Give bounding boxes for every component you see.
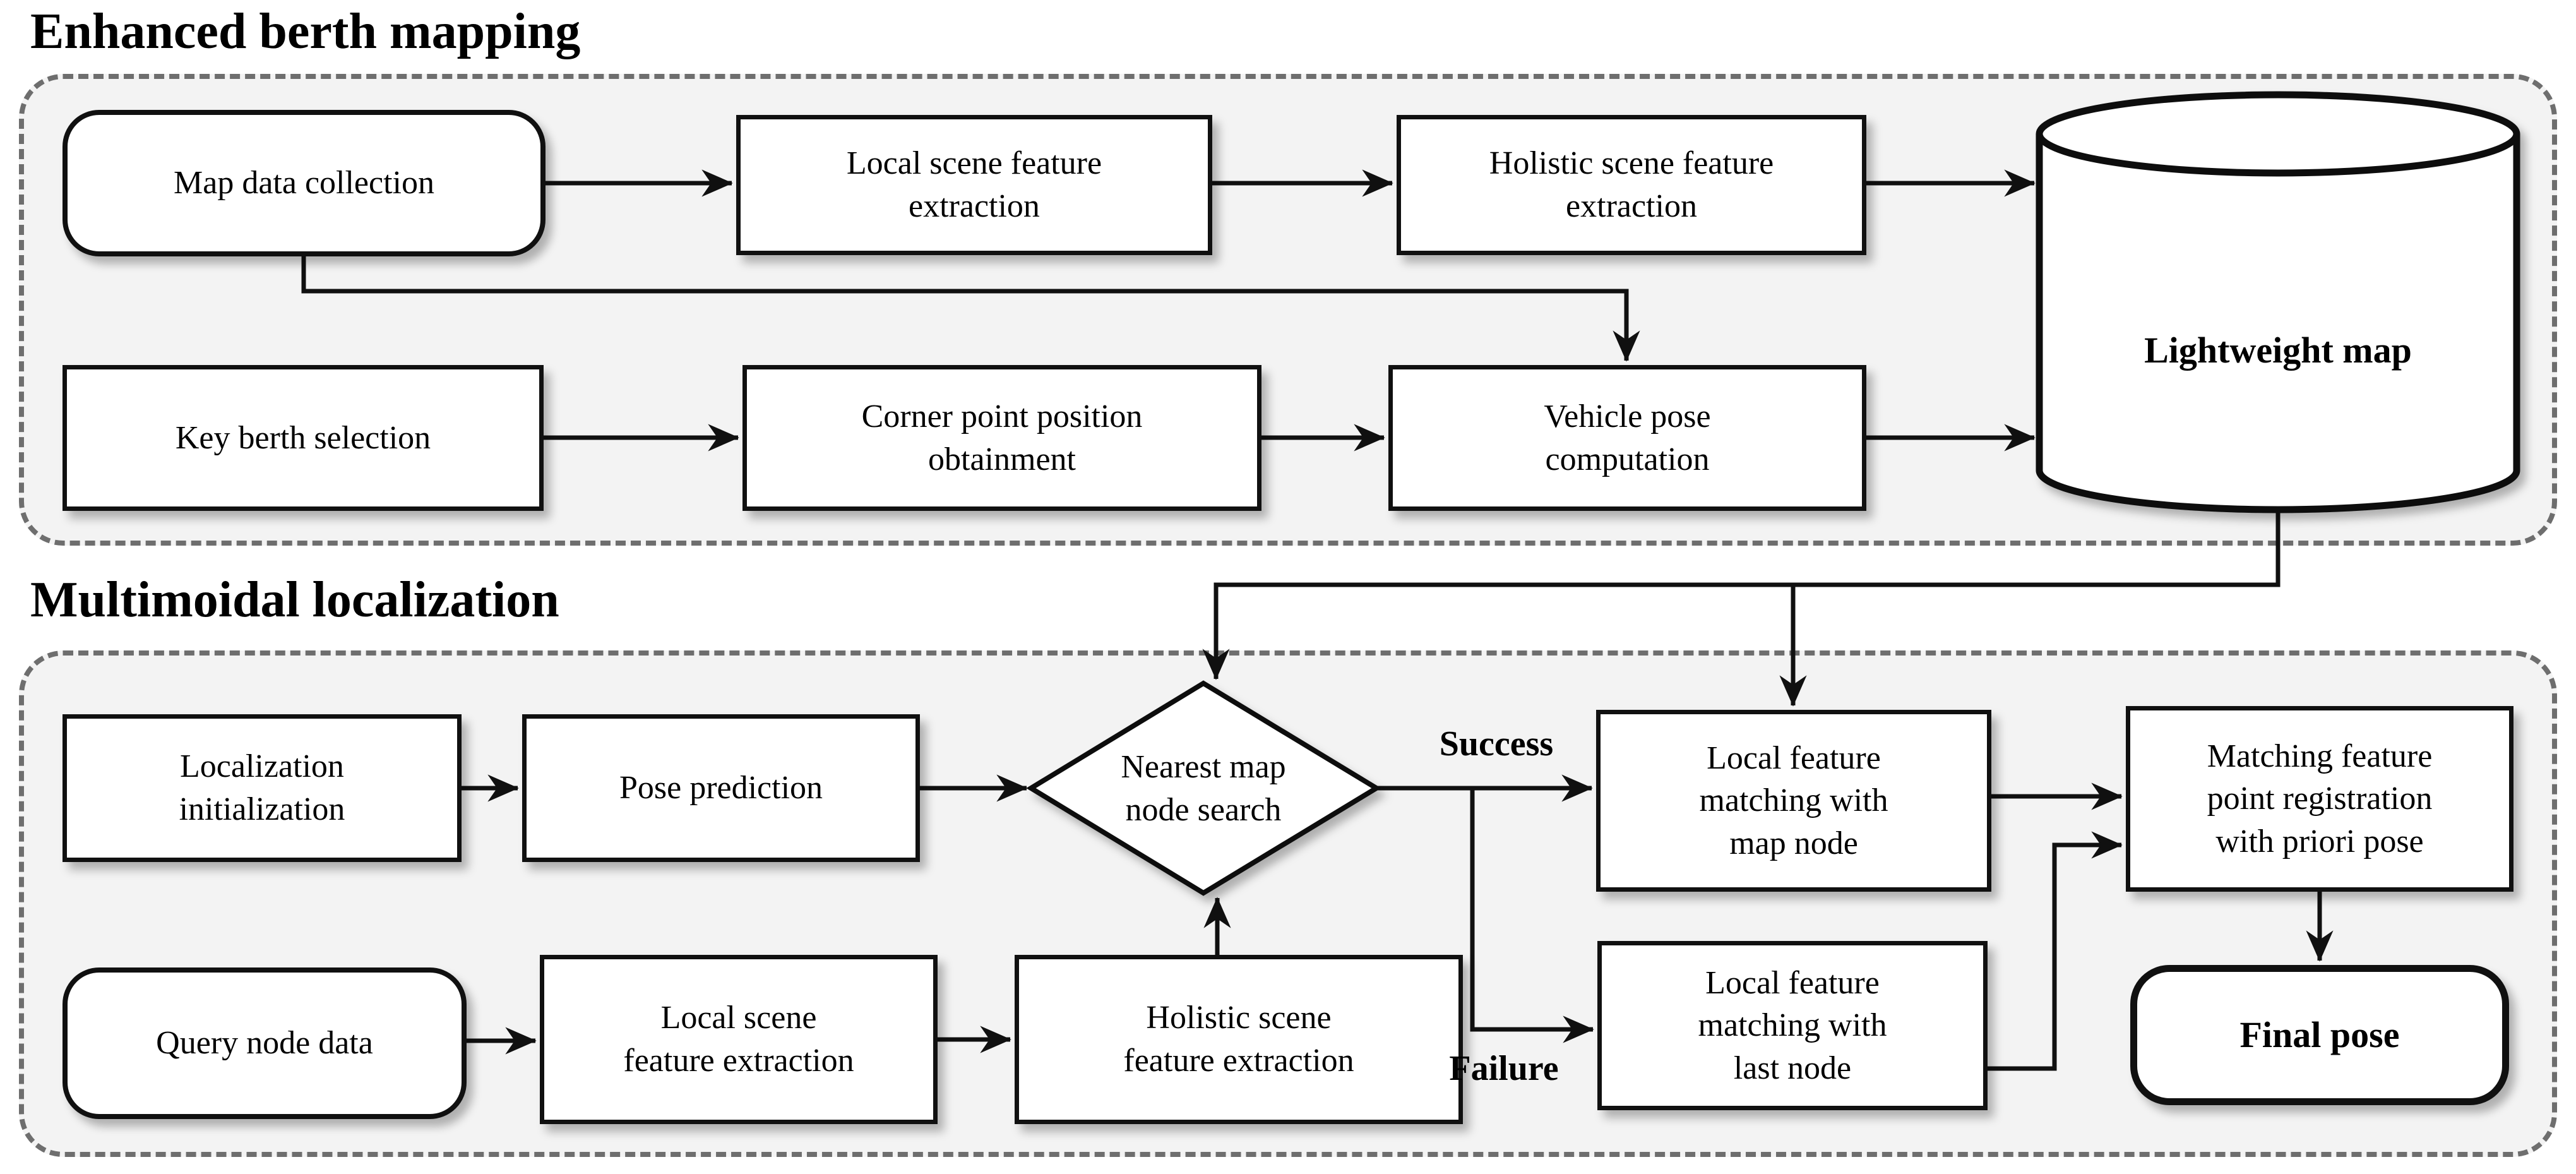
node-key-berth-selection: Key berth selection	[63, 365, 544, 511]
arrow-map-to-nodesearch	[1202, 509, 2281, 680]
label-failure: Failure	[1449, 1049, 1559, 1088]
diamond-nearest-map-node-search	[1026, 680, 1381, 896]
node-holistic-scene-feature-extraction-query: Holistic scene feature extraction	[1015, 955, 1463, 1124]
label-lightweight-map: Lightweight map	[2144, 330, 2412, 371]
node-query-node-data: Query node data	[63, 967, 467, 1119]
title-enhanced-berth-mapping: Enhanced berth mapping	[30, 4, 581, 59]
node-corner-point-position-obtainment: Corner point position obtainment	[742, 365, 1261, 511]
node-pose-prediction: Pose prediction	[522, 714, 920, 862]
arrow-failure	[1470, 788, 1594, 1043]
cylinder-lightweight-map	[2036, 91, 2520, 513]
node-local-feature-matching-last-node: Local feature matching with last node	[1597, 941, 1988, 1110]
flow-arrows	[301, 169, 2334, 1071]
node-localization-initialization: Localization initialization	[63, 714, 462, 862]
node-map-data-collection: Map data collection	[63, 110, 546, 256]
title-multimodal-localization: Multimoidal localization	[30, 572, 559, 628]
arrow-lastnode-to-registration	[1988, 831, 2123, 1071]
node-local-scene-feature-extraction-query: Local scene feature extraction	[540, 955, 938, 1124]
node-vehicle-pose-computation: Vehicle pose computation	[1388, 365, 1866, 511]
node-local-scene-feature-extraction-map: Local scene feature extraction	[736, 115, 1212, 255]
arrow-mapdata-to-vehiclepose	[301, 256, 1640, 362]
label-success: Success	[1439, 724, 1554, 764]
label-nearest-map-node-search: Nearest map node search	[1121, 749, 1286, 828]
node-final-pose: Final pose	[2130, 965, 2509, 1105]
node-local-feature-matching-map-node: Local feature matching with map node	[1596, 710, 1991, 892]
node-holistic-scene-feature-extraction-map: Holistic scene feature extraction	[1397, 115, 1866, 255]
node-matching-feature-point-registration: Matching feature point registration with…	[2126, 706, 2513, 892]
